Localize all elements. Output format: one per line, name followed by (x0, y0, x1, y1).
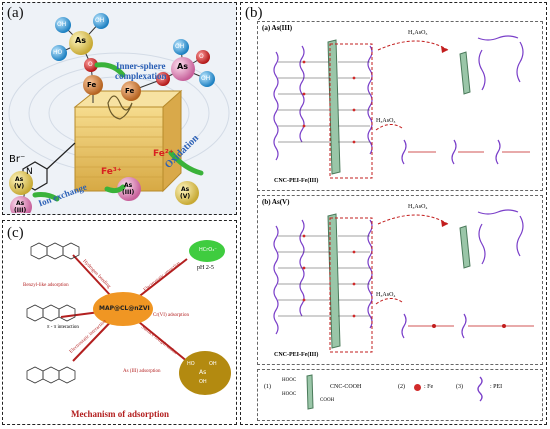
as-iii-label-bottom: As (III) (122, 182, 135, 196)
as-v-label-left: As (V) (14, 176, 25, 190)
ph-label: pH 2-5 (197, 265, 214, 271)
legend-3-num: (3) (456, 384, 463, 390)
as-v-reagent: H₃AsO₄ (408, 204, 428, 210)
as-v-label-right: As (V) (180, 186, 191, 200)
as-label-right: As (177, 62, 188, 71)
legend-box: (1) HOOC HOOC COOH CNC-COOH (2) : Fe (3)… (257, 369, 543, 421)
fe2-label: Fe²⁺ (153, 149, 174, 159)
as-mol-oh-2: OH (199, 379, 207, 385)
ho-label-1: HO (53, 49, 63, 56)
as-iii-reagent: H₃AsO₃ (408, 30, 428, 36)
benzyl-label: Benzyl-like adsorption (23, 283, 69, 288)
legend-1-hooc-a: HOOC (282, 378, 297, 383)
mechanism-title: Mechanism of adsorption (71, 409, 170, 419)
as-v-scheme (273, 209, 534, 353)
n-plus-label: N (26, 167, 33, 177)
as-mol-as: As (199, 369, 207, 376)
o-label-2: O (199, 53, 204, 60)
panel-a: (a) As OH OH HO O Fe As OH OH O O Fe Inn… (2, 2, 237, 215)
wood-block (73, 89, 183, 193)
legend-1-hooc-b: HOOC (282, 392, 297, 397)
hcro4-circle (189, 240, 225, 262)
as-mol-oh: OH (209, 361, 217, 367)
legend-2-num: (2) (398, 384, 405, 390)
as-v-ball-left (9, 171, 33, 195)
panel-c: (c) MAP@CL@nZVI HCrO₄⁻ pH 2-5 (2, 220, 237, 425)
legend-1-text: CNC-COOH (330, 384, 362, 390)
as-circle (179, 351, 231, 395)
as-iii-label-left: As (III) (14, 200, 27, 214)
panel-c-label: (c) (7, 225, 24, 241)
as-iii-ball-bottom (117, 177, 141, 201)
panel-a-label: (a) (7, 5, 24, 21)
material-label-bottom: CNC-PEI-Fe(III) (274, 352, 319, 358)
pei-legend-icon (477, 376, 483, 402)
oh-label-3: OH (175, 43, 185, 50)
cr-label: Cr(VI) adsorption (153, 313, 189, 318)
oh-label-1: OH (57, 21, 67, 28)
as-label-top: As (75, 36, 86, 45)
legend-3-text: : PEI (490, 384, 503, 390)
panel-c-diagram (26, 240, 231, 395)
o-label-3: O (160, 75, 165, 82)
inner-sphere-label: Inner-sphere complexation (115, 61, 167, 81)
legend-1-cooh: COOH (320, 398, 335, 403)
oh-label-4: OH (201, 75, 211, 82)
center-circle (93, 292, 153, 326)
fe-label-2: Fe (125, 87, 135, 95)
as-v-title: (b) As(V) (262, 198, 290, 206)
as-adsorption-label: As (III) adsorption (123, 369, 161, 374)
as-v-subbox: (b) As(V) (257, 195, 543, 365)
fe3-label: Fe³⁺ (101, 167, 122, 177)
as-mol-ho: HO (187, 361, 195, 367)
legend-1-num: (1) (264, 384, 271, 390)
legend-cnc-icon (306, 374, 314, 410)
as-iii-subbox: (a) As(III) (257, 21, 543, 191)
fe-legend-icon (414, 384, 421, 391)
as-v-ball-right (175, 181, 199, 205)
as-iii-title: (a) As(III) (262, 24, 293, 32)
material-label-top: CNC-PEI-Fe(III) (274, 178, 319, 184)
legend-2-text: : Fe (424, 384, 434, 390)
o-label-1: O (88, 61, 93, 68)
br-label: Br⁻ (9, 154, 26, 165)
panel-b: (b) (a) As(III) (240, 2, 547, 425)
panel-b-label: (b) (245, 5, 263, 21)
center-label: MAP@CL@nZVI (99, 305, 150, 312)
as-v-reagent-2: H₃AsO₄ (376, 292, 396, 298)
hcro4-label: HCrO₄⁻ (199, 247, 217, 253)
as-iii-scheme (273, 35, 530, 179)
fe-label-1: Fe (87, 81, 97, 89)
as-iii-reagent-2: H₃AsO₃ (376, 118, 396, 124)
pi-label: π - π interaction (47, 325, 79, 330)
as-iii-ball-left (10, 196, 32, 213)
oh-label-2: OH (95, 17, 105, 24)
panel-a-illustration (8, 13, 230, 213)
